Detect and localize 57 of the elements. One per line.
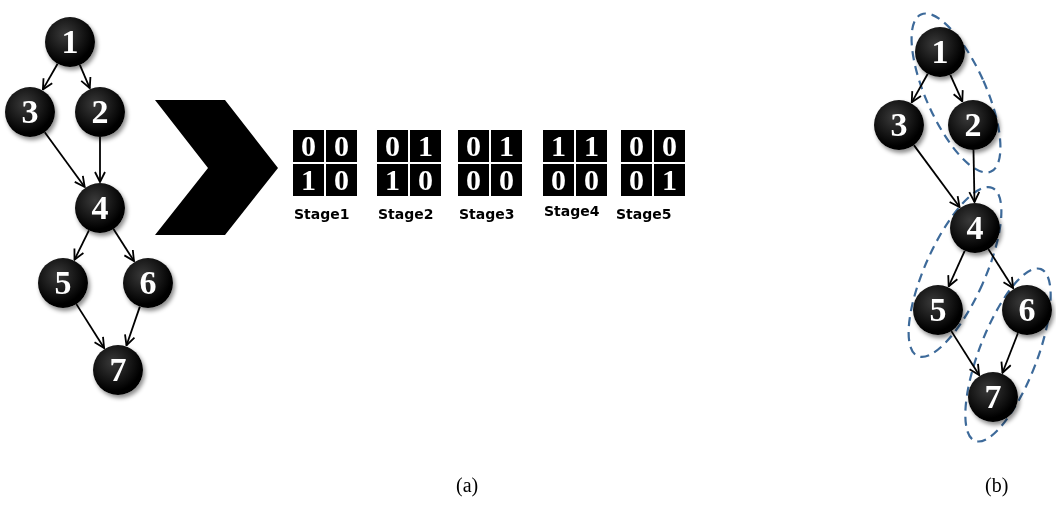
arrow — [947, 249, 966, 288]
matrix-cell: 0 — [458, 130, 489, 162]
panel-caption: (b) — [985, 474, 1009, 497]
stage-label: Stage5 — [616, 206, 672, 222]
stage-label: Stage4 — [544, 203, 600, 219]
panel-caption: (a) — [456, 474, 479, 497]
graph-node-circle: 2 — [948, 100, 998, 150]
graph-node-circle: 7 — [93, 345, 143, 395]
matrix-cell: 0 — [576, 164, 607, 196]
graph-node-circle: 4 — [75, 183, 125, 233]
arrow — [968, 149, 981, 203]
matrix-cell: 1 — [410, 130, 441, 162]
graph-node-circle: 6 — [123, 258, 173, 308]
arrow — [987, 248, 1014, 289]
matrix-cell: 0 — [491, 164, 522, 196]
stage-label: Stage1 — [294, 206, 350, 222]
matrix-cell: 0 — [293, 130, 324, 162]
matrix-cell: 0 — [654, 130, 685, 162]
arrow — [75, 303, 105, 349]
stage-label: Stage2 — [378, 206, 434, 222]
arrow — [912, 144, 961, 208]
arrow — [73, 229, 90, 261]
graph-node-circle: 4 — [950, 203, 1000, 253]
graph-node-circle: 1 — [45, 17, 95, 67]
graph-node-circle: 3 — [874, 100, 924, 150]
matrix-cell: 0 — [621, 130, 652, 162]
arrow — [112, 228, 135, 262]
arrow — [43, 131, 86, 188]
matrix-cell: 0 — [326, 130, 357, 162]
graph-node-circle: 3 — [5, 87, 55, 137]
graph-node-circle: 1 — [915, 27, 965, 77]
arrow — [42, 62, 59, 91]
arrow — [78, 64, 92, 89]
matrix-cell: 1 — [491, 130, 522, 162]
matrix-cell: 0 — [458, 164, 489, 196]
graph-node-circle: 6 — [1002, 285, 1052, 335]
matrix-cell: 0 — [410, 164, 441, 196]
stage-label: Stage3 — [459, 206, 515, 222]
graph-node-circle: 5 — [38, 258, 88, 308]
arrow — [910, 72, 929, 104]
matrix-cell: 1 — [377, 164, 408, 196]
matrix-cell: 1 — [543, 130, 574, 162]
matrix-cell: 0 — [326, 164, 357, 196]
matrix-cell: 0 — [543, 164, 574, 196]
matrix-cell: 0 — [377, 130, 408, 162]
graph-node-circle: 2 — [75, 87, 125, 137]
arrow — [124, 305, 141, 347]
graph-node-circle: 7 — [968, 372, 1018, 422]
matrix-cell: 1 — [293, 164, 324, 196]
arrow — [1000, 332, 1019, 374]
matrix-cell: 1 — [576, 130, 607, 162]
arrow — [94, 136, 106, 183]
arrow — [950, 330, 980, 376]
matrix-cell: 0 — [621, 164, 652, 196]
arrow — [949, 73, 964, 103]
graph-node-circle: 5 — [913, 285, 963, 335]
matrix-cell: 1 — [654, 164, 685, 196]
